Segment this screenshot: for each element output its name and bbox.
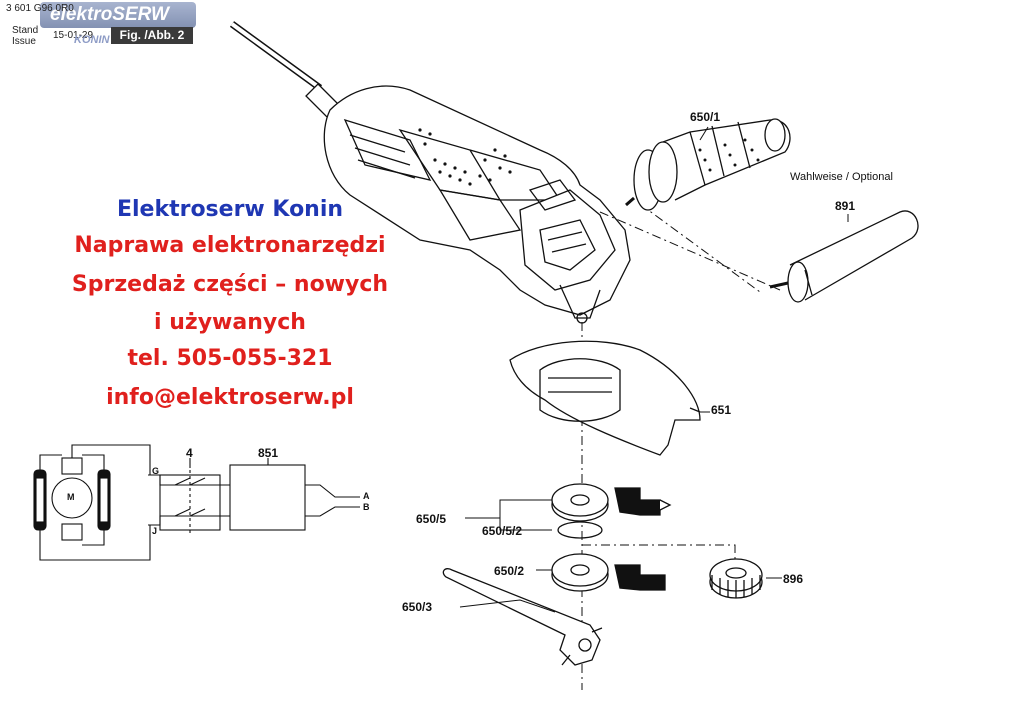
issue-date: 15-01-29 xyxy=(53,30,94,41)
output-a: A xyxy=(363,491,370,501)
label-650-2: 650/2 xyxy=(494,564,525,578)
motor-label: M xyxy=(67,492,75,502)
aux-handle-891 xyxy=(769,210,919,303)
label-650-5: 650/5 xyxy=(416,512,447,526)
advert-email: info@elektroserw.pl xyxy=(106,385,354,410)
issue-label: Issue xyxy=(12,36,36,47)
leader-lines xyxy=(459,126,849,613)
guard-651 xyxy=(509,340,701,456)
wrench-650-3 xyxy=(442,568,603,666)
company-logo: elektroSERW xyxy=(40,2,196,28)
stand-label: Stand xyxy=(12,25,39,36)
advert-line-repair: Naprawa elektronarzędzi xyxy=(74,233,386,258)
label-851: 851 xyxy=(258,446,279,460)
terminal-j: J xyxy=(152,526,158,536)
terminal-g: G xyxy=(152,466,160,476)
label-4: 4 xyxy=(186,446,193,460)
part-number: 3 601 G96 0R0 xyxy=(6,3,74,14)
aux-handle-650-1 xyxy=(625,118,791,211)
wiring-diagram xyxy=(33,444,360,561)
label-651: 651 xyxy=(711,403,732,417)
quick-nut-896 xyxy=(709,558,763,599)
optional-note: Wahlweise / Optional xyxy=(790,171,893,183)
advert-line-sales: Sprzedaż części – nowych xyxy=(71,272,389,297)
output-b: B xyxy=(363,502,370,512)
aux-handle-grip xyxy=(698,138,760,172)
advert-title: Elektroserw Konin xyxy=(116,197,344,222)
grinder-body xyxy=(323,85,631,324)
power-cord xyxy=(229,21,347,125)
label-650-1: 650/1 xyxy=(690,110,721,124)
label-891: 891 xyxy=(835,199,856,213)
figure-label: Fig. /Abb. 2 xyxy=(111,27,193,44)
logo-text: elektroSERW xyxy=(50,4,169,25)
flange-650-5 xyxy=(551,483,672,539)
label-896: 896 xyxy=(783,572,804,586)
body-texture xyxy=(418,128,512,186)
logo-sub: KONIN xyxy=(74,34,110,46)
label-650-3: 650/3 xyxy=(402,600,433,614)
advert-phone: tel. 505-055-321 xyxy=(127,346,333,371)
label-650-5-2: 650/5/2 xyxy=(482,524,523,538)
flange-650-2 xyxy=(551,553,666,592)
advert-line-used: i używanych xyxy=(154,310,306,335)
